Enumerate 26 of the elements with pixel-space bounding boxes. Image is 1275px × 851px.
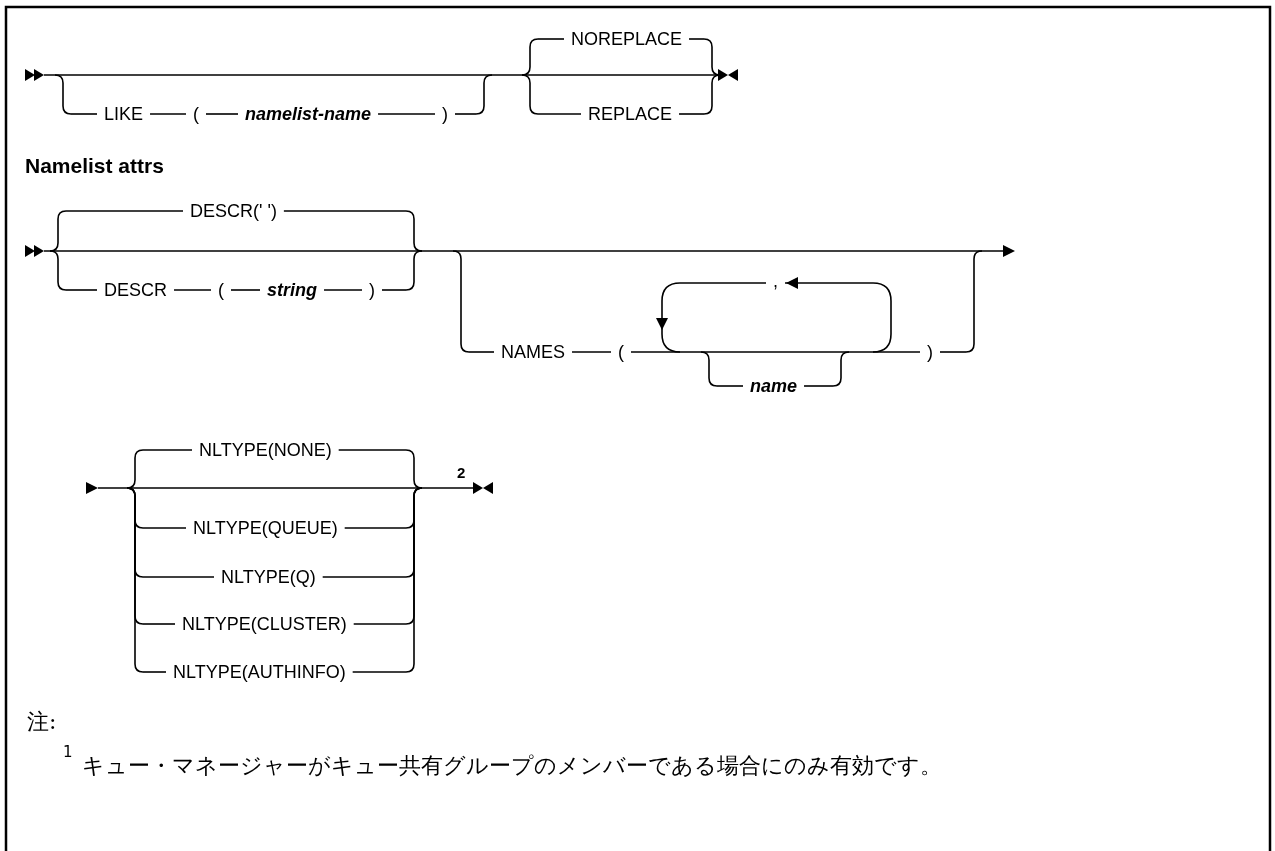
variable-name: name xyxy=(750,377,798,395)
syntax-symbol: ) xyxy=(369,281,375,299)
variable-name: namelist-name xyxy=(245,105,372,123)
syntax-keyword: DESCR xyxy=(104,281,167,299)
syntax-symbol: ) xyxy=(927,343,933,361)
syntax-keyword: DESCR(' ') xyxy=(190,202,277,220)
syntax-keyword: NOREPLACE xyxy=(571,30,683,48)
section-heading: Namelist attrs xyxy=(25,154,164,176)
syntax-symbol: ( xyxy=(193,105,199,123)
syntax-symbol: ( xyxy=(618,343,624,361)
syntax-symbol: ( xyxy=(218,281,224,299)
syntax-keyword: NLTYPE(CLUSTER) xyxy=(182,615,347,633)
variable-name: string xyxy=(267,281,317,299)
notes-heading: 注: xyxy=(27,711,57,733)
syntax-keyword: LIKE xyxy=(104,105,144,123)
footnote-marker: 1 xyxy=(63,744,73,760)
syntax-keyword: NLTYPE(NONE) xyxy=(199,441,332,459)
syntax-keyword: NLTYPE(Q) xyxy=(221,568,316,586)
syntax-keyword: NLTYPE(AUTHINFO) xyxy=(173,663,346,681)
syntax-symbol: , xyxy=(773,272,778,290)
syntax-keyword: NLTYPE(QUEUE) xyxy=(193,519,338,537)
footnote-marker: 2 xyxy=(457,464,466,480)
syntax-keyword: NAMES xyxy=(501,343,565,361)
syntax-symbol: ) xyxy=(442,105,448,123)
footnote-text: キュー・マネージャーがキュー共有グループのメンバーである場合にのみ有効です。 xyxy=(82,755,942,777)
syntax-keyword: REPLACE xyxy=(588,105,673,123)
